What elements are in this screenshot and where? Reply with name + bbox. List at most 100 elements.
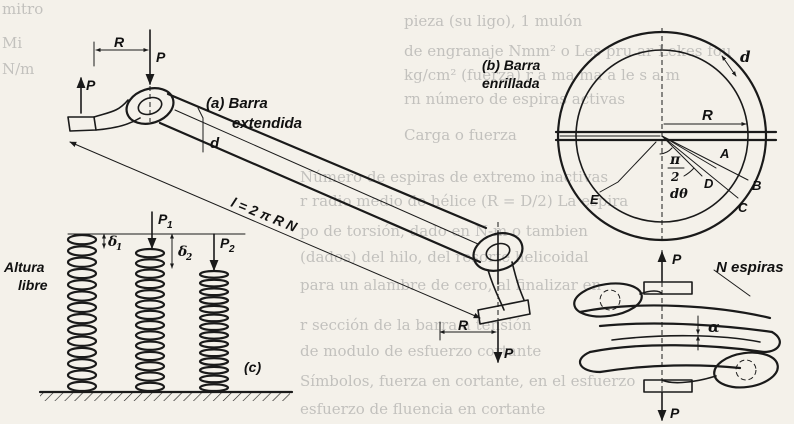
point-B-label: B — [752, 178, 761, 193]
coiled-bar-figure: R d A B C D E π 2 dθ (b) Barra enrillada — [482, 28, 778, 244]
bar-bend-right2 — [487, 269, 505, 311]
radial-line-A — [661, 135, 717, 169]
ghost-line: pieza (su ligo), 1 mulón — [404, 12, 583, 30]
coil-turn — [134, 268, 166, 279]
spring-free — [66, 233, 98, 393]
coil-turn — [198, 357, 230, 366]
dtheta-arc — [683, 167, 695, 177]
bar-bend-bottom — [95, 117, 141, 131]
bottom-eye-outer — [472, 232, 524, 272]
ghost-line: de engranaje Nmm² o Les pru ar Lekes fou — [404, 42, 732, 60]
pi-label: π — [669, 152, 681, 168]
delta1-label: δ — [107, 234, 117, 250]
point-D-label: D — [704, 176, 714, 191]
radial-line-E — [599, 141, 657, 193]
figure-c-title: (c) — [244, 359, 261, 375]
coil-turn — [66, 380, 98, 393]
side-bottom-eye-outer — [713, 351, 779, 389]
spring-load-P2 — [198, 269, 230, 393]
side-bottom-tab — [643, 379, 693, 393]
alpha-label: α — [708, 318, 720, 336]
coil-turn — [134, 299, 166, 310]
R-label-bottom: R — [458, 317, 469, 333]
coiled-spring-side-view: P α P N espiras — [573, 250, 784, 422]
ghost-line: r radio medio de hélice (R = D/2) La esp… — [300, 192, 628, 210]
side-top-eye-outer — [573, 282, 643, 318]
coil-turn — [134, 371, 166, 382]
ghost-line: kg/cm² (fuerza) r a ma ma a le s a m — [404, 66, 680, 84]
coil-turn — [134, 350, 166, 362]
coil-turn — [198, 330, 230, 340]
P2-label: P — [220, 235, 230, 251]
P1-subscript: 1 — [167, 220, 173, 231]
ghost-line: rn número de espiras activas — [404, 90, 625, 108]
coil-turn — [66, 279, 98, 291]
free-height-label-2: libre — [18, 277, 48, 293]
coil-turn — [66, 335, 98, 347]
left-hook-tab — [67, 116, 97, 132]
ghost-line: mitro — [2, 0, 43, 18]
ghost-line: r sección de la barra a tensión — [300, 316, 532, 334]
radial-line-B — [661, 135, 749, 181]
coil-turn — [134, 361, 166, 372]
coil-turn — [134, 289, 166, 300]
coil-turn — [198, 304, 230, 314]
side-top-eye-inner — [599, 289, 621, 311]
coil-turn — [66, 256, 98, 268]
coil-d-label: d — [740, 48, 751, 66]
coil-turn — [198, 339, 230, 349]
coil-turn — [66, 369, 98, 381]
ghost-line: Mi — [2, 34, 22, 52]
coil-turn — [198, 287, 230, 297]
ghost-line: (dados) del hilo, del resorte helicoidal — [300, 248, 589, 266]
bar-bend-right — [511, 261, 525, 301]
ghost-text-layer: mitro Mi N/m pieza (su ligo), 1 mulón de… — [2, 0, 732, 418]
side-top-tab — [643, 281, 693, 295]
ghost-line: po de torsión, dado en N-m o tambien — [300, 222, 588, 240]
two-label: 2 — [670, 170, 679, 184]
d-label: d — [210, 135, 220, 152]
delta2-label: δ — [177, 244, 187, 260]
figure-a-title: (a) Barra — [206, 95, 268, 112]
P2-subscript: 2 — [228, 244, 235, 255]
coil-d-arrow — [721, 55, 737, 77]
right-hook-tab — [477, 299, 531, 325]
coil-turn — [198, 313, 230, 323]
coil-turn — [198, 374, 230, 384]
ghost-line: esfuerzo de fluencia en cortante — [300, 400, 545, 418]
coil-R-label: R — [702, 107, 713, 124]
n-espiras-label: N espiras — [716, 259, 784, 276]
P-label-top: P — [156, 49, 166, 65]
coil-turn — [198, 322, 230, 332]
P1-label: P — [158, 211, 168, 227]
delta2-subscript: 2 — [185, 253, 192, 263]
radial-line-C — [661, 135, 739, 199]
coil-2-back — [588, 344, 766, 354]
coil-turn — [134, 319, 166, 331]
side-bottom-eye-link — [661, 375, 717, 384]
coil-turn — [134, 330, 166, 341]
P-label-left: P — [86, 77, 96, 93]
coil-turn — [134, 247, 166, 259]
ghost-line: N/m — [2, 60, 34, 78]
ghost-line: de modulo de esfuerzo cortante — [300, 342, 541, 360]
ghost-line: Carga o fuerza — [404, 126, 517, 144]
figure-b-subtitle: enrillada — [482, 75, 540, 91]
d-tick — [197, 107, 204, 119]
coil-2-turn — [578, 350, 602, 374]
coil-turn — [66, 324, 98, 336]
coil-shade — [611, 334, 761, 343]
figure-b-title: (b) Barra — [482, 57, 541, 73]
coil-turn — [66, 346, 98, 359]
coil-2-front — [598, 364, 742, 374]
coil-turn — [66, 358, 98, 370]
length-dimension-arrow — [69, 141, 481, 319]
dtheta-label: dθ — [670, 187, 688, 202]
P-label-bottom: P — [504, 345, 514, 361]
point-E-label: E — [590, 192, 599, 207]
delta1-subscript: 1 — [116, 243, 122, 253]
coil-turn — [198, 278, 230, 288]
P-label-side-top: P — [672, 251, 682, 267]
coil-turn — [66, 312, 98, 325]
